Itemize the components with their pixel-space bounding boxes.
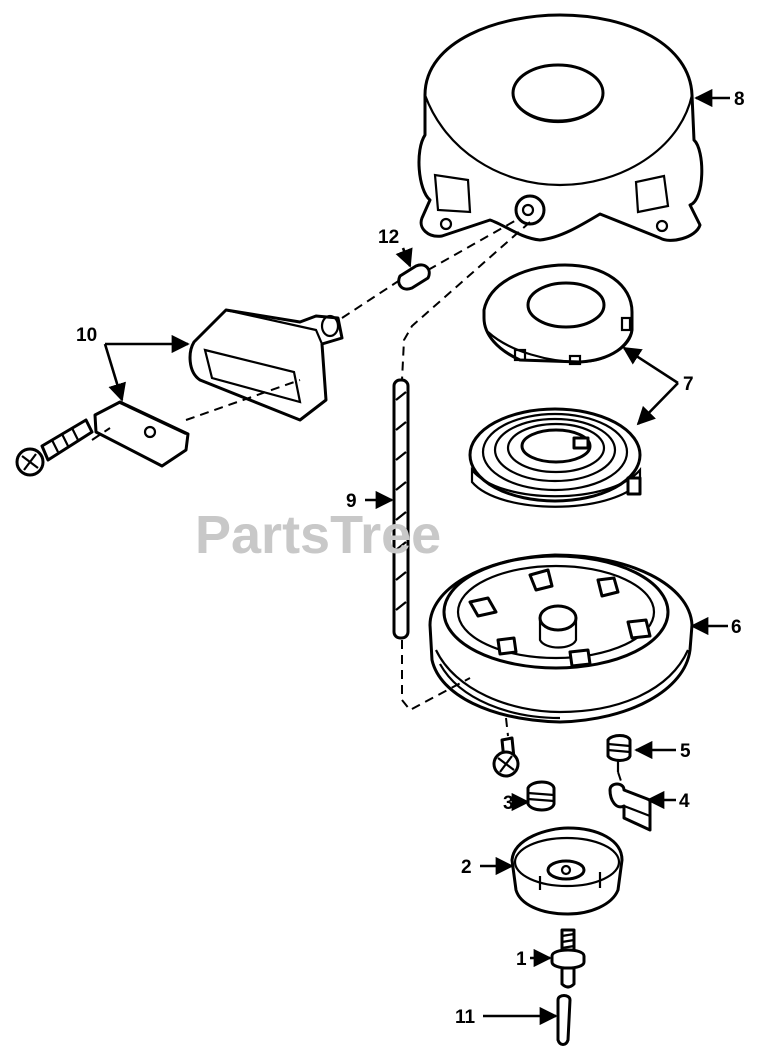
- callout-labels: 8 12 10 7 9 6 5 4 3 2 1 11: [76, 89, 745, 1028]
- callout-5: 5: [680, 741, 691, 762]
- callout-10: 10: [76, 325, 97, 346]
- callout-2: 2: [461, 857, 472, 878]
- handle-screw[interactable]: [15, 418, 94, 477]
- pawl-spring[interactable]: [606, 734, 632, 773]
- callout-12: 12: [378, 227, 399, 248]
- callout-9: 9: [346, 491, 357, 512]
- callout-11: 11: [455, 1007, 476, 1028]
- pawl-screw[interactable]: [492, 736, 520, 778]
- starter-rope[interactable]: [392, 378, 410, 640]
- starter-pawl[interactable]: [608, 782, 652, 832]
- rope-insert[interactable]: [397, 263, 431, 291]
- handle-insert[interactable]: [93, 400, 190, 468]
- watermark: PartsTree: [195, 505, 441, 565]
- callout-8: 8: [734, 89, 745, 110]
- callout-leaders: [103, 88, 730, 1026]
- shoulder-screw[interactable]: [550, 928, 586, 989]
- recoil-spring[interactable]: [468, 407, 642, 508]
- callout-6: 6: [731, 617, 742, 638]
- pawl-retainer[interactable]: [510, 826, 624, 916]
- starter-handle[interactable]: [188, 308, 344, 422]
- starter-housing[interactable]: [417, 13, 704, 242]
- assembly-lines: [91, 217, 623, 785]
- starter-pulley[interactable]: [428, 553, 694, 724]
- callout-3: 3: [503, 793, 514, 814]
- pin[interactable]: [556, 994, 572, 1046]
- spring-cover[interactable]: [482, 263, 634, 366]
- callout-7: 7: [683, 374, 694, 395]
- brake-spring[interactable]: [526, 780, 556, 812]
- callout-1: 1: [516, 949, 527, 970]
- callout-4: 4: [679, 791, 690, 812]
